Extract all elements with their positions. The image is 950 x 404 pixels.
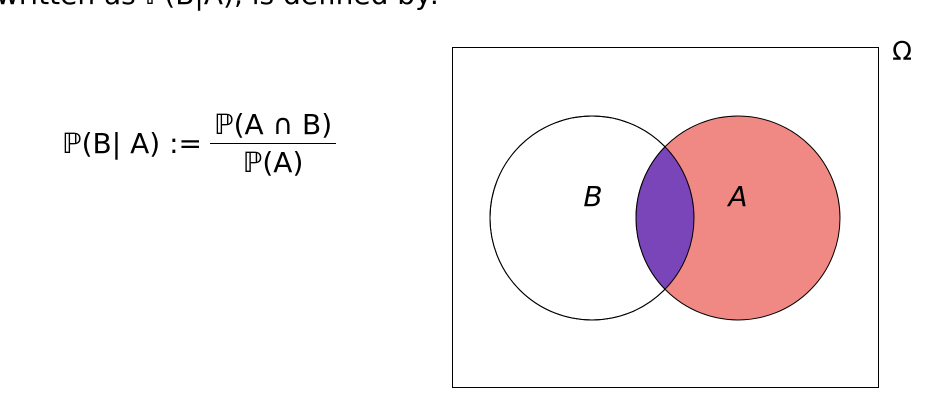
universe-rectangle (452, 47, 879, 388)
formula-lhs: ℙ(B| A) := (62, 127, 202, 160)
set-b-label: B (583, 180, 602, 213)
intro-text: written as ℙ(B|A), is defined by: (0, 0, 439, 11)
denominator: ℙ(A) (242, 146, 304, 179)
set-a-label: A (726, 180, 747, 213)
conditional-probability-formula: ℙ(B| A) := ℙ(A ∩ B) ℙ(A) (62, 108, 337, 179)
fraction: ℙ(A ∩ B) ℙ(A) (209, 108, 337, 179)
set-b-outline (489, 115, 695, 321)
numerator: ℙ(A ∩ B) (209, 108, 337, 144)
universe-label: Ω (892, 37, 912, 67)
